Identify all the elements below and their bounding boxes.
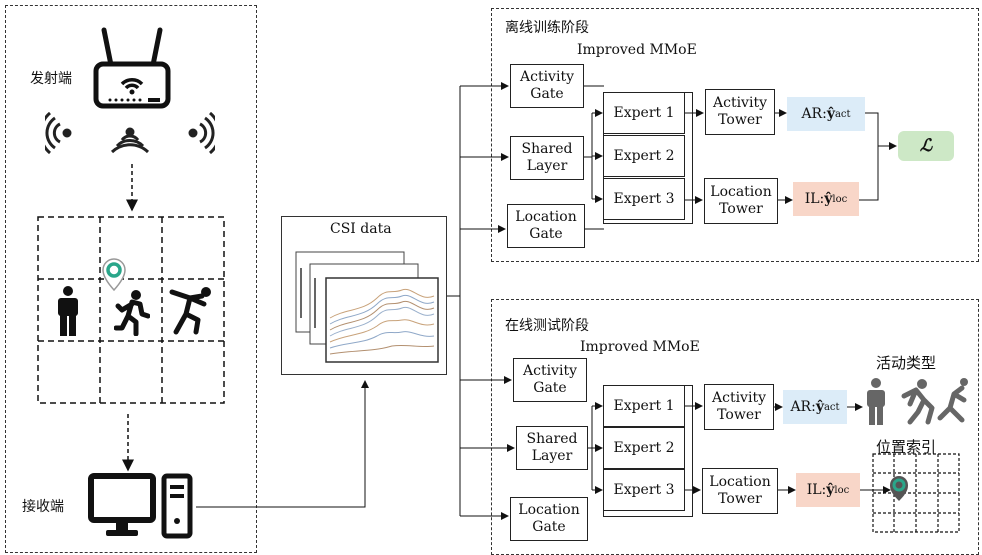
connector-lines (0, 0, 982, 555)
